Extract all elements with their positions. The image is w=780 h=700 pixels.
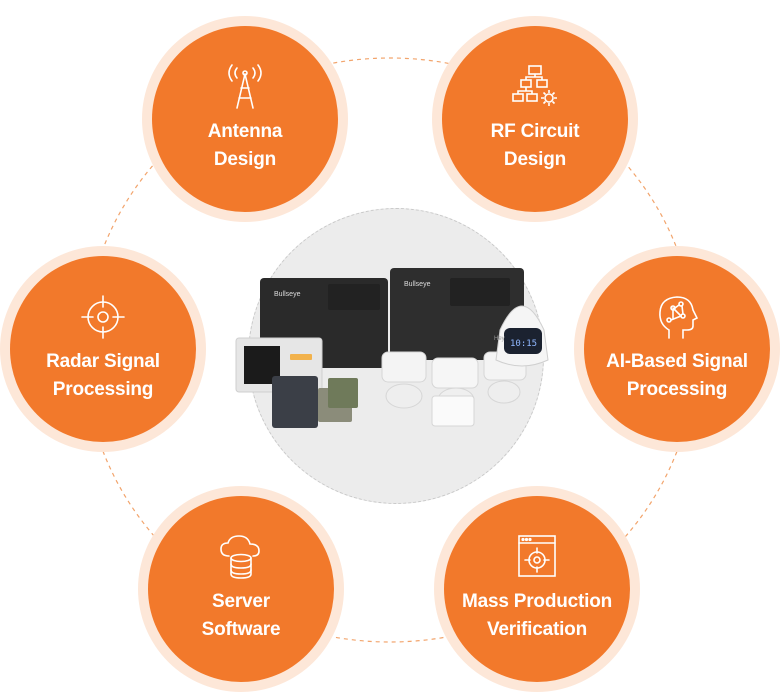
antenna-tower-icon	[219, 64, 271, 110]
target-window-icon	[511, 534, 563, 580]
clock-readout: 10:15	[510, 339, 537, 349]
brand-label-1: Bullseye	[274, 291, 301, 298]
node-label: Radar Signal Processing	[46, 351, 160, 400]
node-mass-production-verification: Mass Production Verification	[444, 496, 630, 682]
node-antenna-design: Antenna Design	[152, 26, 338, 212]
brand-label-2: Bullseye	[404, 281, 431, 288]
node-ai-signal-processing: AI-Based Signal Processing	[584, 256, 770, 442]
node-server-software: Server Software	[148, 496, 334, 682]
circuit-gear-icon	[509, 64, 561, 110]
node-radar-signal-processing: Radar Signal Processing	[10, 256, 196, 442]
node-label: Mass Production Verification	[461, 591, 613, 640]
node-label: Antenna Design	[207, 121, 283, 170]
ai-head-icon	[651, 294, 703, 340]
node-label: RF Circuit Design	[490, 121, 580, 170]
node-rf-circuit-design: RF Circuit Design	[442, 26, 628, 212]
product-collage: Bullseye Bullseye 10:15 Hey	[235, 268, 549, 428]
cloud-database-icon	[215, 534, 267, 580]
crosshair-icon	[77, 294, 129, 340]
node-label: Server Software	[201, 591, 281, 640]
badge-label: Hey	[494, 336, 505, 342]
node-label: AI-Based Signal Processing	[606, 351, 748, 400]
